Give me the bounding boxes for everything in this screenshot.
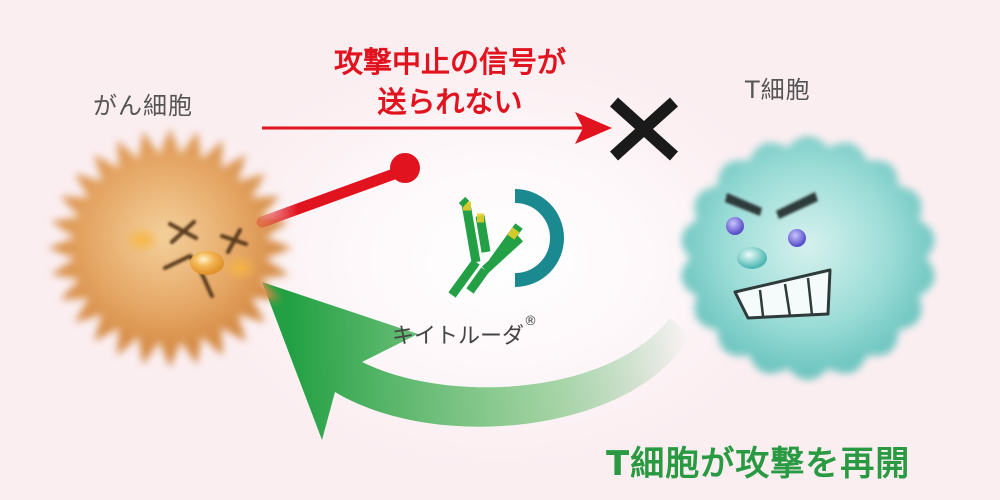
- cancer-cell: [48, 128, 292, 368]
- signal-arrow-head: [575, 112, 612, 144]
- t-cell: [681, 136, 935, 380]
- cancer-cheek-left: [124, 226, 160, 254]
- stop-signal-bar: [256, 164, 411, 228]
- stop-signal-text: 攻撃中止の信号が 送られない: [300, 42, 600, 122]
- t-cell-eye-right: [788, 229, 806, 247]
- t-cell-label: T細胞: [745, 76, 811, 104]
- cancer-eye-left: [168, 220, 198, 244]
- t-cell-brow-left: [725, 193, 762, 216]
- cross-mark-icon: [609, 97, 679, 161]
- t-cell-eye-left: [726, 217, 744, 235]
- t-cell-brow-right: [776, 192, 818, 219]
- t-cell-nose: [737, 247, 767, 269]
- cancer-cheek-right: [222, 254, 258, 282]
- receptor-cup: [514, 189, 564, 287]
- t-cell-receptor: [514, 189, 690, 287]
- cancer-eye-right: [220, 228, 248, 254]
- drug-label: キイトルーダ®: [392, 314, 537, 350]
- stop-signal-line-2: 送られない: [377, 85, 523, 119]
- t-cell-body: [681, 136, 935, 380]
- t-cell-mouth: [733, 268, 832, 320]
- stop-signal-line-1: 攻撃中止の信号が: [333, 45, 566, 79]
- cancer-nose: [190, 251, 224, 275]
- stop-signal-knob: [390, 153, 420, 183]
- attack-resume-arrow: [262, 282, 690, 440]
- cancer-cell-label: がん細胞: [93, 92, 193, 120]
- attack-resumes-label: T細胞が攻撃を再開: [606, 444, 911, 484]
- cancer-cell-body: [48, 128, 292, 368]
- drug-name: キイトルーダ: [392, 324, 525, 349]
- antibody-icon: [448, 196, 524, 298]
- t-cell-teeth: [758, 277, 814, 317]
- registered-mark: ®: [524, 314, 538, 329]
